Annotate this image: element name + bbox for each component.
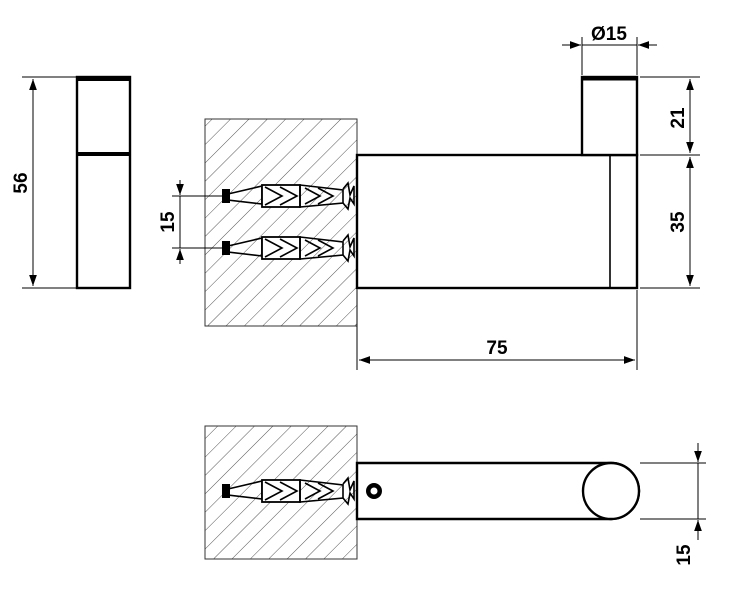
dim-side-height-label: 56	[11, 172, 32, 193]
dim-anchor-spacing-label: 15	[158, 211, 179, 233]
dim-body-height-label: 35	[668, 211, 689, 233]
dim-post-height-label: 21	[668, 107, 689, 129]
hook-post-circle	[581, 461, 641, 521]
side-view: 56	[11, 75, 132, 290]
dim-post-diameter-label: Ø15	[591, 24, 627, 45]
screw-head-center	[370, 487, 378, 495]
hook-post	[580, 75, 639, 157]
wall-anchor-top-view	[222, 476, 355, 506]
wall-anchor-upper	[222, 181, 355, 211]
top-view: 15	[204, 425, 706, 566]
dim-length-label: 75	[486, 338, 508, 359]
front-view: 15 Ø15 21 35 75	[158, 24, 700, 370]
wall-section	[204, 118, 358, 327]
wall-anchor-lower	[222, 233, 355, 263]
hook-body	[355, 153, 639, 290]
dim-top-diameter-label: 15	[674, 544, 695, 566]
side-view-outline	[75, 75, 132, 290]
